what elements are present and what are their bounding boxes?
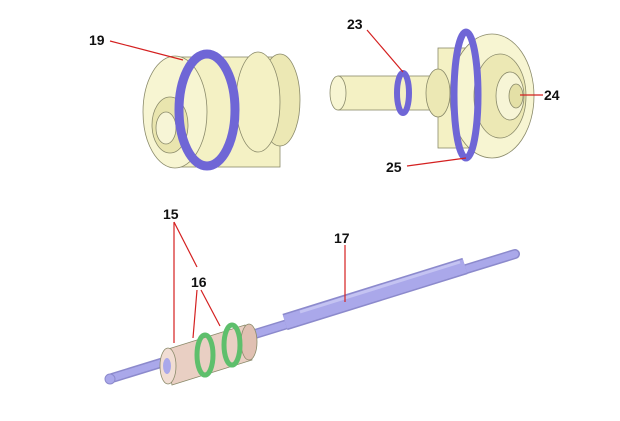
label-24: 24 — [544, 87, 560, 103]
label-25: 25 — [386, 159, 402, 175]
label-17: 17 — [334, 230, 350, 246]
part-15-spools — [159, 322, 258, 386]
label-15: 15 — [163, 206, 179, 222]
oring-16b — [221, 322, 243, 368]
part-24-plug — [329, 28, 535, 162]
label-23: 23 — [347, 16, 363, 32]
oring-16a — [194, 332, 216, 378]
label-16: 16 — [191, 274, 207, 290]
oring-23 — [394, 70, 412, 116]
label-19: 19 — [89, 32, 105, 48]
leader-lines — [109, 29, 543, 343]
part-19-bushing — [142, 49, 301, 171]
oring-19 — [174, 49, 240, 171]
